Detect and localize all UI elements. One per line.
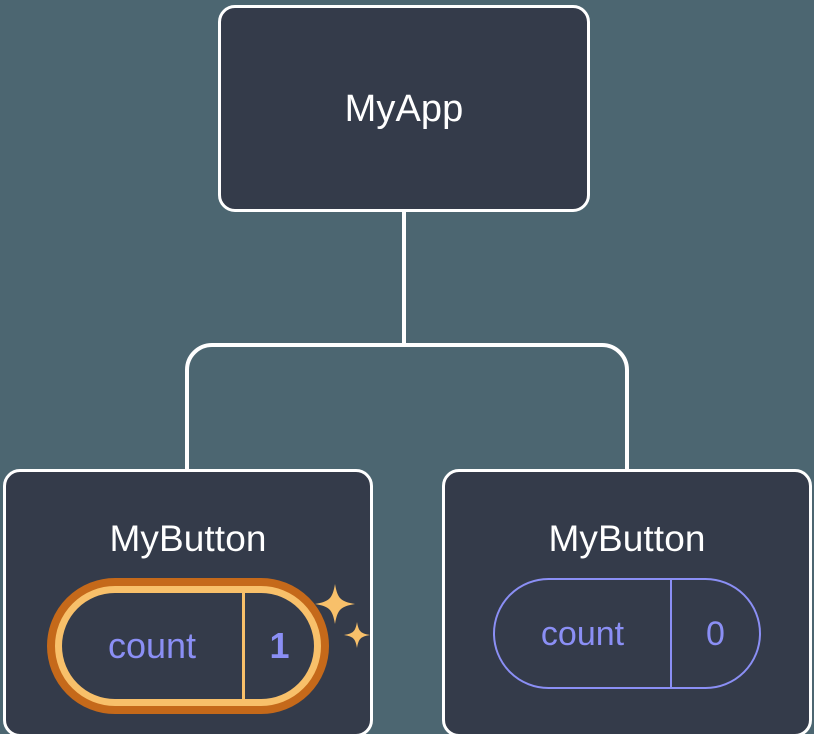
state-pill-container-right: count 0 bbox=[493, 578, 761, 689]
connector-branch-right bbox=[404, 343, 629, 471]
sparkles-icon bbox=[315, 584, 370, 648]
connector-branch-left bbox=[185, 343, 404, 471]
component-node-myapp[interactable]: MyApp bbox=[218, 5, 590, 212]
state-value-label: 1 bbox=[242, 593, 314, 699]
state-pill-inner: count 1 bbox=[62, 593, 314, 699]
state-pill-count-highlighted[interactable]: count 1 bbox=[47, 578, 329, 714]
component-node-title: MyButton bbox=[548, 518, 706, 559]
state-key-label: count bbox=[540, 614, 625, 653]
state-pill-count[interactable]: count 0 bbox=[493, 578, 761, 689]
component-node-mybutton-right[interactable]: MyButton count 0 bbox=[442, 469, 812, 737]
state-value-label: 0 bbox=[670, 580, 759, 687]
sparkle-large-icon bbox=[315, 584, 355, 624]
state-pill-container-left: count 1 bbox=[47, 578, 370, 714]
state-key-label: count bbox=[107, 625, 197, 666]
component-node-mybutton-left[interactable]: MyButton count 1 bbox=[3, 469, 373, 737]
component-node-title: MyApp bbox=[344, 87, 464, 130]
component-node-title: MyButton bbox=[109, 518, 267, 559]
sparkle-small-icon bbox=[344, 622, 370, 648]
